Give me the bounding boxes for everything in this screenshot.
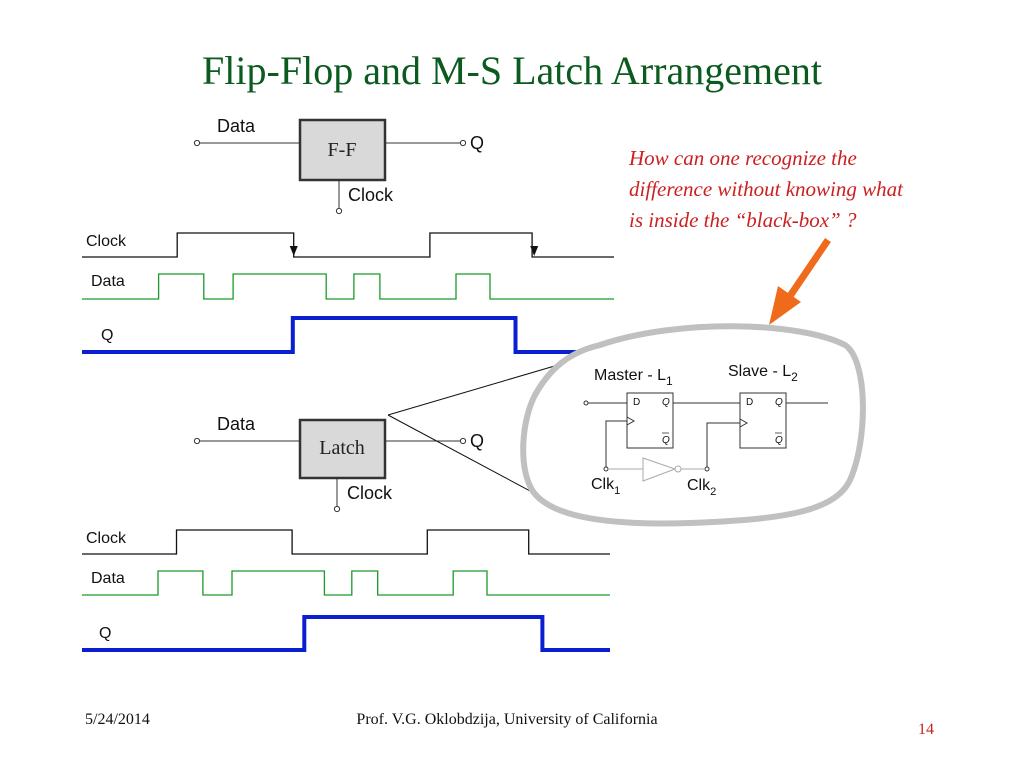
clk2-label-text: Clk: [687, 477, 711, 494]
ff-clock-edge-arrow-1: [289, 246, 298, 256]
master-label-sub: 1: [666, 374, 673, 388]
slave-d-pin: D: [746, 397, 753, 408]
latch-clock-waveform: [82, 529, 610, 555]
footer: 5/24/2014 Prof. V.G. Oklobdzija, Univers…: [85, 711, 934, 738]
slave-latch-box: [739, 392, 787, 449]
inverter-bubble: [674, 465, 682, 473]
clk2-label: Clk2: [687, 477, 716, 498]
master-latch-box: [626, 392, 674, 449]
slide-title: Flip-Flop and M-S Latch Arrangement: [202, 48, 822, 93]
black-box-bubble: [520, 323, 866, 527]
slave-clock-triangle: [739, 418, 749, 428]
ff-clock-terminal: [335, 207, 343, 215]
master-q-pin: Q: [662, 397, 670, 408]
master-clock-wire: [605, 420, 627, 468]
ms-latch-schematic: Master - L1 Slave - L2 D Q Q D Q Q: [583, 363, 828, 498]
flipflop-symbol: Data F-F Q Clock: [193, 116, 484, 215]
master-label: Master - L1: [594, 367, 673, 388]
slave-label-text: Slave - L: [728, 363, 791, 380]
ff-data-waveform: [82, 273, 614, 300]
arrow-shaft: [787, 238, 831, 298]
latch-clock-label: Clock: [347, 483, 393, 503]
latch-box: [298, 418, 387, 480]
question-line-3: is inside the “black-box” ?: [629, 208, 857, 232]
latch-data-waveform: [82, 570, 610, 596]
footer-credit: Prof. V.G. Oklobdzija, University of Cal…: [356, 711, 657, 728]
pointer-arrow: [769, 238, 831, 325]
zoom-connector-top: [387, 359, 576, 416]
latch-symbol: Data Latch Q Clock: [193, 414, 484, 513]
slave-label: Slave - L2: [728, 363, 798, 384]
slave-q-pin: Q: [775, 397, 783, 408]
latch-waveforms: Clock Data Q: [82, 529, 610, 652]
ff-clock-waveform: [82, 232, 614, 258]
master-qbar-pin: Q: [662, 435, 670, 446]
ff-data-label: Data: [217, 116, 256, 136]
ff-wave-q-label: Q: [101, 327, 113, 344]
clk1-label-text: Clk: [591, 476, 615, 493]
latch-q-label: Q: [470, 431, 484, 451]
clk2-node: [704, 466, 710, 472]
ff-box: [298, 118, 387, 182]
ff-clock-edge-arrows: [289, 246, 539, 256]
question-text: How can one recognize the difference wit…: [628, 146, 904, 232]
ff-q-label: Q: [470, 133, 484, 153]
master-label-text: Master - L: [594, 367, 666, 384]
master-clock-triangle: [626, 416, 636, 426]
clk2-label-sub: 2: [710, 486, 716, 498]
latch-wave-clock-label: Clock: [86, 530, 127, 547]
ff-clock-label: Clock: [348, 185, 394, 205]
latch-wave-data-label: Data: [91, 570, 125, 587]
arrow-head: [769, 286, 801, 325]
ff-wave-clock-label: Clock: [86, 233, 127, 250]
clk1-label-sub: 1: [614, 485, 620, 497]
slave-clock-wire: [706, 422, 740, 468]
latch-q-terminal: [459, 437, 467, 445]
ff-wave-data-label: Data: [91, 273, 125, 290]
slave-qbar-pin: Q: [775, 435, 783, 446]
ff-q-terminal: [459, 139, 467, 147]
inverter-triangle: [642, 457, 677, 482]
latch-wave-q-label: Q: [99, 625, 111, 642]
slave-label-sub: 2: [791, 370, 798, 384]
question-line-1: How can one recognize the: [628, 146, 857, 170]
latch-clock-terminal: [333, 505, 341, 513]
footer-date: 5/24/2014: [85, 711, 150, 728]
latch-q-waveform: [82, 615, 610, 652]
ff-clock-edge-arrow-2: [530, 246, 539, 256]
ff-box-label: F-F: [328, 139, 357, 161]
ff-waveforms: Clock Data Q: [82, 232, 614, 354]
master-d-pin: D: [633, 397, 640, 408]
latch-data-terminal: [193, 437, 201, 445]
ms-input-terminal: [583, 400, 589, 406]
clk1-node: [603, 466, 609, 472]
latch-box-label: Latch: [319, 437, 365, 459]
question-line-2: difference without knowing what: [629, 177, 904, 201]
ff-data-terminal: [193, 139, 201, 147]
latch-data-label: Data: [217, 414, 256, 434]
ff-q-waveform: [82, 316, 578, 354]
clk1-label: Clk1: [591, 476, 620, 497]
footer-page-number: 14: [918, 721, 934, 738]
